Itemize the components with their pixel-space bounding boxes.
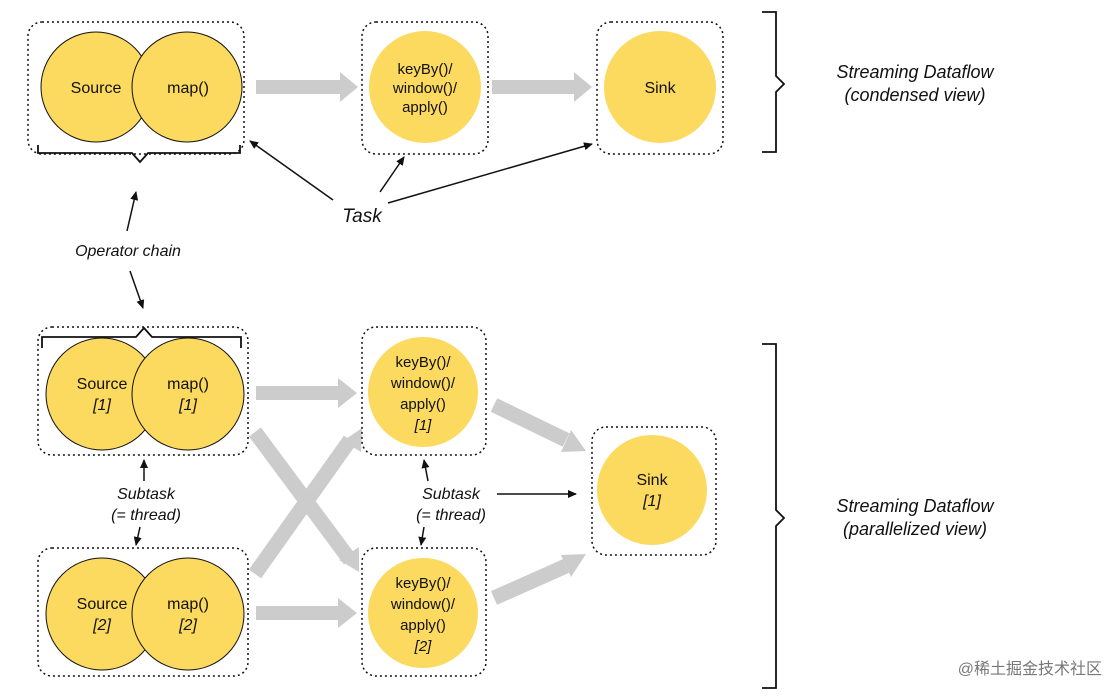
flow-arrow [256, 378, 357, 408]
task-arrow [379, 156, 405, 193]
map-2-label: map() [167, 596, 209, 613]
source-1-label: Source [77, 376, 128, 393]
task-label: Task [342, 206, 383, 227]
operator-chain-arrow [126, 191, 139, 232]
condensed-view-subtitle: (condensed view) [844, 85, 985, 105]
watermark: @稀土掘金技术社区 [958, 660, 1102, 678]
parallel-view-title: Streaming Dataflow [836, 496, 994, 516]
map-1-label: map() [167, 376, 209, 393]
sink-1-node [597, 435, 707, 545]
map-1-node [131, 337, 245, 451]
subtask-mid-label: Subtask [422, 486, 481, 503]
sink-1-label: Sink [636, 472, 668, 489]
flow-arrow-head [339, 547, 359, 572]
window-node [369, 31, 481, 143]
task-arrow [249, 140, 334, 201]
window-2-line: apply() [400, 617, 446, 634]
window-2-line: window()/ [390, 596, 456, 613]
operator-chain-arrow [129, 270, 145, 309]
subtask-arrow [133, 526, 142, 546]
task-arrow [387, 142, 593, 204]
sink-label: Sink [644, 80, 676, 97]
flow-arrow-head [561, 430, 586, 452]
map-1-index: [1] [178, 397, 197, 414]
window-2-line: keyBy()/ [395, 575, 451, 592]
parallel-view-bracket [762, 343, 786, 689]
source-2-label: Source [77, 596, 128, 613]
flow-arrow [492, 72, 592, 102]
window-2-index: [2] [414, 638, 433, 655]
subtask-left-sublabel: (= thread) [111, 507, 181, 524]
source-1-index: [1] [92, 397, 111, 414]
flow-arrow-head [343, 428, 362, 452]
operator-chain-box-1 [37, 326, 249, 456]
window-2-node [368, 558, 478, 668]
operator-chain-box [27, 21, 245, 155]
flow-arrow-to-sink [490, 398, 570, 447]
subtask-arrow [418, 526, 427, 546]
condensed-view-bracket [762, 11, 786, 153]
flow-arrow-head [561, 554, 586, 577]
window-line: apply() [402, 99, 448, 116]
map-2-node [131, 557, 245, 671]
operator-chain-brace [37, 145, 241, 164]
map-node [131, 31, 243, 143]
source-2-index: [2] [92, 617, 111, 634]
flow-arrow [256, 72, 358, 102]
window-1-index: [1] [414, 417, 433, 434]
flow-arrow-cross [248, 435, 357, 579]
operator-chain-box-2 [37, 547, 249, 677]
window-1-line: apply() [400, 396, 446, 413]
flow-arrow [256, 598, 357, 628]
parallel-view-subtitle: (parallelized view) [843, 519, 987, 539]
map-2-index: [2] [178, 617, 197, 634]
window-1-line: keyBy()/ [395, 354, 451, 371]
condensed-view-title: Streaming Dataflow [836, 62, 994, 82]
window-task-box [361, 21, 489, 155]
flow-arrow-to-sink [490, 559, 570, 605]
sink-node [604, 31, 716, 143]
operator-chain-label: Operator chain [75, 243, 181, 260]
window-1-line: window()/ [390, 375, 456, 392]
source-label: Source [71, 80, 122, 97]
window-1-node [368, 337, 478, 447]
subtask-arrow [421, 459, 430, 482]
sink-1-index: [1] [642, 493, 661, 510]
map-label: map() [167, 80, 209, 97]
subtask-left-label: Subtask [117, 486, 176, 503]
sink-task-box [596, 21, 724, 155]
operator-chain-brace [41, 326, 242, 348]
window-line: keyBy()/ [397, 61, 453, 78]
window-line: window()/ [392, 80, 458, 97]
subtask-mid-sublabel: (= thread) [416, 507, 486, 524]
